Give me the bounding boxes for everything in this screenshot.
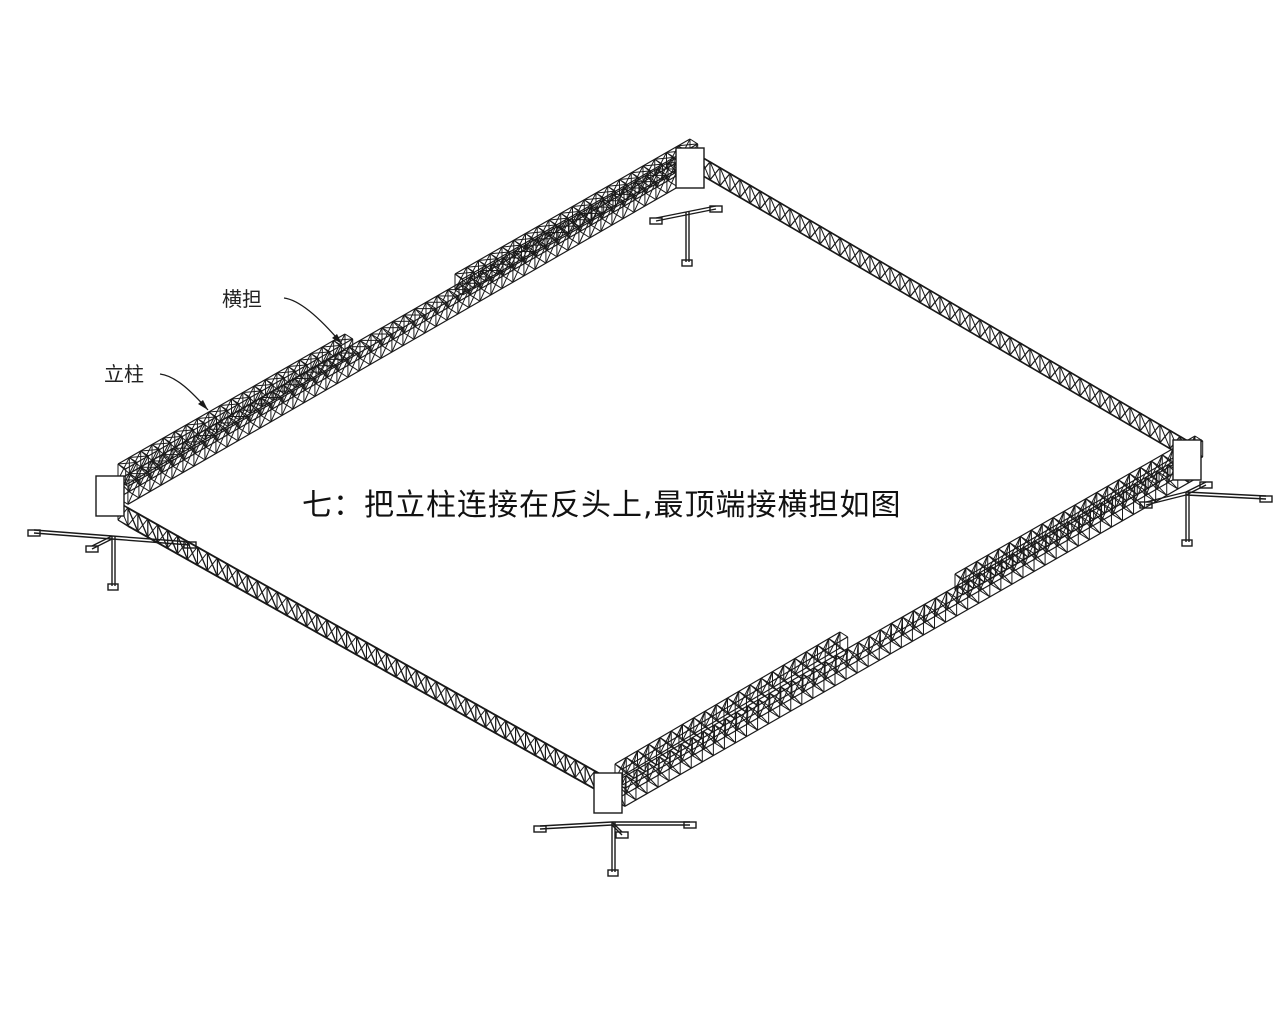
truss-left-upper [118, 334, 353, 485]
label-post: 立柱 [104, 358, 144, 387]
corner-block-0 [96, 476, 124, 516]
truss-top-to-right-lower [690, 150, 1200, 466]
base-top [650, 206, 722, 266]
truss-segments [96, 139, 1203, 813]
base-bottom [534, 822, 696, 876]
diagram-caption: 七：把立柱连接在反头上,最顶端接横担如图 [302, 480, 902, 524]
base-stands [28, 206, 1272, 876]
corner-block-1 [676, 148, 704, 188]
corner-block-2 [1173, 440, 1201, 480]
corner-block-3 [594, 773, 622, 813]
label-beam: 横担 [222, 283, 262, 312]
base-right [1140, 482, 1272, 546]
truss-left-to-top-lower [118, 150, 700, 504]
